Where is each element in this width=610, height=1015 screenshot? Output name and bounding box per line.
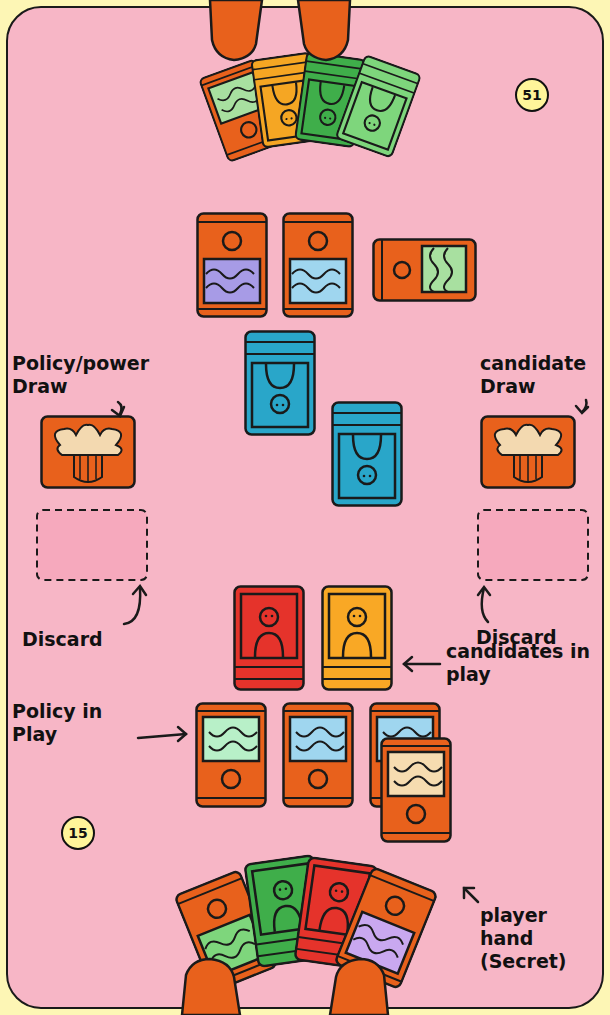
score-number: 15	[68, 825, 87, 841]
board-label: Policy/power Draw	[12, 352, 162, 398]
board-label: Policy in Play	[12, 700, 134, 746]
board-label: Discard	[22, 628, 132, 651]
board-label: candidate Draw	[480, 352, 602, 398]
score-number: 51	[522, 87, 541, 103]
board-label: candidates in play	[446, 640, 596, 686]
board-label: player hand (Secret)	[480, 904, 600, 972]
score-token: 51	[515, 78, 549, 112]
score-token: 15	[61, 816, 95, 850]
